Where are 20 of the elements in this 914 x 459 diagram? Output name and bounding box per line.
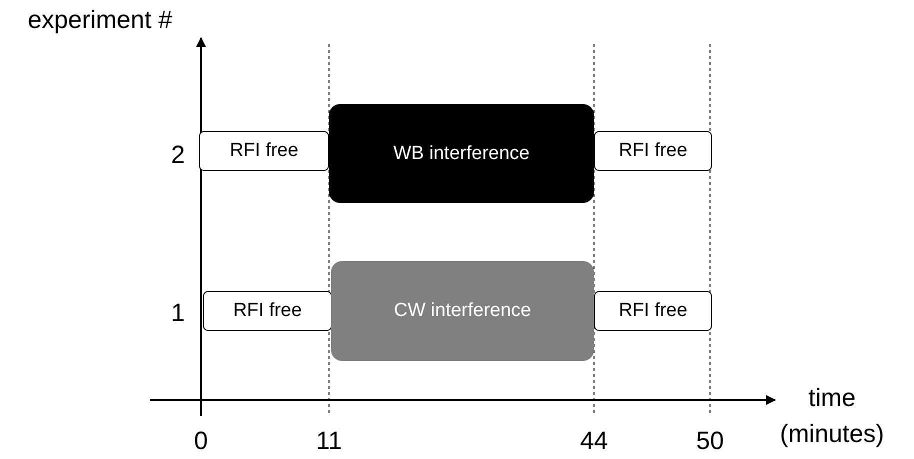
rfi-free-bar — [199, 131, 329, 171]
bar-label: RFI free — [618, 140, 688, 162]
tick-label: 11 — [316, 426, 342, 456]
rfi-free-bar — [594, 131, 712, 171]
bar-label: RFI free — [230, 140, 298, 162]
interference-box — [329, 104, 594, 203]
tick-label: 1 — [171, 298, 185, 328]
interference-box — [331, 261, 594, 361]
rfi-free-bar — [203, 291, 332, 331]
bar-label: RFI free — [233, 300, 302, 322]
bar-label: WB interference — [393, 142, 530, 164]
axis-title: experiment # — [28, 6, 172, 34]
tick-label: 44 — [580, 426, 608, 456]
tick-label: 0 — [194, 426, 208, 456]
axis-title: time (minutes) — [778, 383, 886, 450]
tick-label: 2 — [171, 140, 185, 170]
rfi-free-bar — [594, 291, 712, 331]
bar-label: CW interference — [394, 300, 532, 322]
bar-label: RFI free — [618, 300, 688, 322]
tick-label: 50 — [696, 426, 724, 456]
